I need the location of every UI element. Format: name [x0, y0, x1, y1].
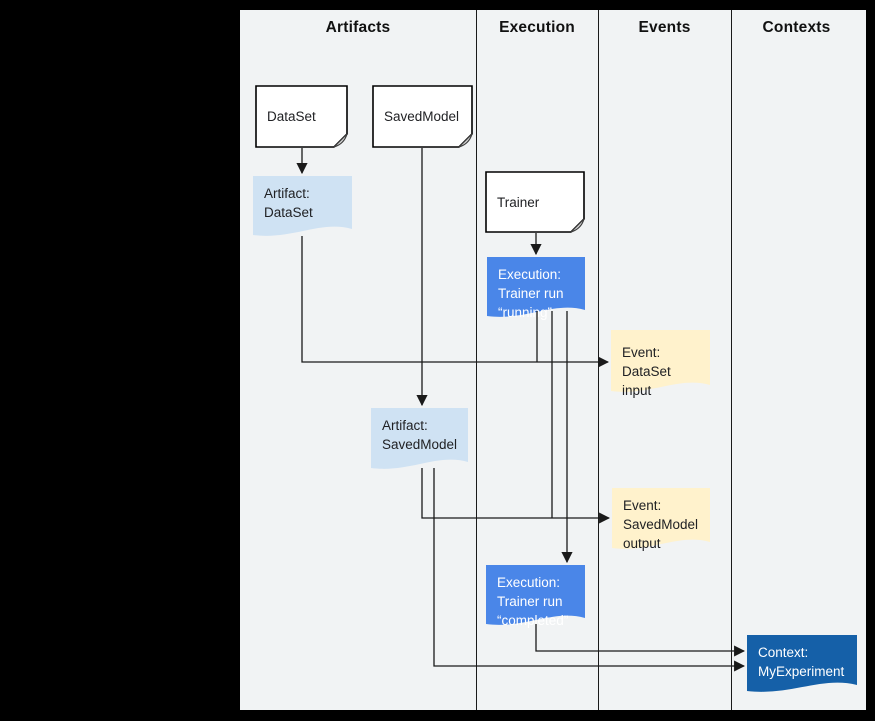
- node-savedmodel: SavedModel: [372, 85, 473, 148]
- column-header-artifacts: Artifacts: [325, 19, 391, 36]
- node-event-savedmodel-output-label: Event: SavedModel output: [623, 498, 699, 551]
- node-execution-completed-label: Execution: Trainer run “completed”: [497, 575, 569, 628]
- node-artifact-savedmodel-label: Artifact: SavedModel: [382, 418, 458, 452]
- node-artifact-dataset: Artifact: DataSet: [253, 176, 352, 238]
- document-shape: [611, 330, 710, 392]
- node-event-dataset-input: Event: DataSet input: [611, 330, 710, 398]
- node-trainer: Trainer: [485, 171, 585, 233]
- node-artifact-dataset-label: Artifact: DataSet: [264, 186, 313, 220]
- node-execution-running-label: Execution: Trainer run “running”: [498, 267, 564, 320]
- node-context-myexperiment-label: Context: MyExperiment: [758, 645, 845, 679]
- node-execution-running: Execution: Trainer run “running”: [487, 257, 585, 320]
- node-context-myexperiment: Context: MyExperiment: [747, 635, 857, 694]
- node-trainer-label: Trainer: [497, 194, 540, 210]
- note-shape: [372, 85, 473, 148]
- node-event-dataset-input-label: Event: DataSet input: [622, 345, 671, 398]
- document-shape: [371, 408, 468, 469]
- column-header-execution: Execution: [499, 19, 575, 36]
- column-separator: [476, 10, 477, 710]
- column-header-contexts: Contexts: [762, 19, 831, 36]
- column-separator: [731, 10, 732, 710]
- note-shape: [485, 171, 585, 233]
- document-shape: [747, 635, 857, 692]
- note-shape: [255, 85, 348, 148]
- document-shape: [253, 176, 352, 236]
- node-execution-completed: Execution: Trainer run “completed”: [486, 565, 585, 628]
- node-dataset-label: DataSet: [267, 109, 316, 124]
- column-separator: [598, 10, 599, 710]
- node-event-savedmodel-output: Event: SavedModel output: [612, 488, 710, 551]
- node-artifact-savedmodel: Artifact: SavedModel: [371, 408, 468, 471]
- node-savedmodel-label: SavedModel: [384, 109, 460, 124]
- node-dataset: DataSet: [255, 85, 348, 148]
- column-header-events: Events: [638, 19, 691, 36]
